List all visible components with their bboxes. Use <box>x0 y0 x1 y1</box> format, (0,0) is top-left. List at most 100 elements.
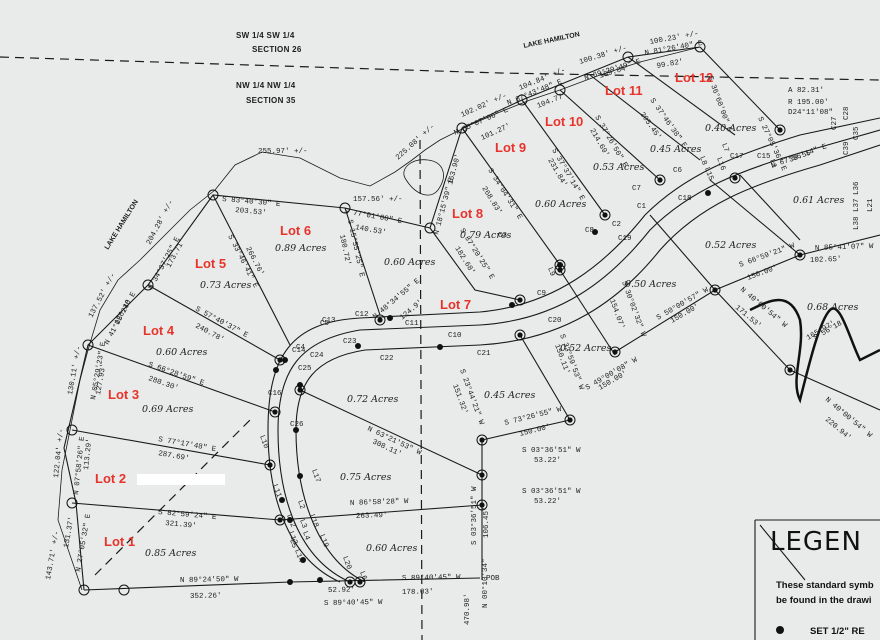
curve-label: C19 <box>618 235 632 243</box>
survey-pin-set <box>654 174 666 186</box>
survey-pin-center <box>277 357 283 363</box>
curve-label: C12 <box>355 311 369 319</box>
survey-point <box>297 473 303 479</box>
survey-pin-open <box>66 497 78 509</box>
survey-pin-open <box>456 122 468 134</box>
survey-pin-center <box>602 212 608 218</box>
lot-4-acres: 0.60 Acres <box>156 347 208 358</box>
survey-pin-open <box>424 222 436 234</box>
bearing-distance-label: R 195.00' <box>788 99 829 107</box>
acres-label: 0.50 Acres <box>625 279 677 290</box>
line-segment-label: L18 <box>307 513 319 528</box>
lot-10-label: Lot 10 <box>545 114 583 129</box>
survey-point <box>287 517 293 523</box>
road-edge-outer <box>267 117 880 583</box>
survey-pin-set <box>476 434 488 446</box>
line-segment-label: L8 <box>697 155 708 166</box>
curve-label: C13 <box>322 317 336 325</box>
curve-label: C6 <box>673 167 683 175</box>
survey-pin-center <box>557 267 563 273</box>
edge-segment-label: L36 <box>853 181 861 195</box>
edge-segment-label: L38 <box>853 216 861 230</box>
line-segment-label: L3 <box>297 518 308 530</box>
bearing-distance-label: N 27°05'32" E <box>74 513 93 573</box>
lot-9-acres: 0.60 Acres <box>535 199 587 210</box>
lot-line-9-10 <box>521 99 606 216</box>
survey-point <box>437 344 443 350</box>
lot-12-acres: 0.40 Acres <box>705 123 757 134</box>
legend-item-1: SET 1/2" RE <box>810 626 865 637</box>
survey-pin-set <box>729 172 741 184</box>
bearing-distance-label: 352.26' <box>190 592 222 601</box>
lot-5-label: Lot 5 <box>195 256 226 271</box>
survey-point <box>279 497 285 503</box>
lot-line-east-edge <box>699 46 781 131</box>
survey-pin-center <box>657 177 663 183</box>
survey-pin-set <box>374 314 386 326</box>
line-segment-label: L19 <box>317 533 329 548</box>
bearing-distance-label: 163.90' <box>447 153 463 186</box>
lot-4-label: Lot 4 <box>143 323 175 338</box>
acres-label: 0.68 Acres <box>807 302 859 313</box>
bearing-distance-label: S 03°36'51" W <box>470 486 479 545</box>
legend-border <box>754 519 880 640</box>
acres-label: 0.52 Acres <box>560 343 612 354</box>
curve-label: C4 <box>296 344 306 352</box>
survey-pin-center <box>787 367 793 373</box>
lot-3-label: Lot 3 <box>108 387 139 402</box>
lot-1-diagonal-dashed <box>94 419 251 576</box>
edge-segment-label: L37 <box>853 198 861 212</box>
curve-label: C14 <box>292 347 306 355</box>
bearing-distance-label: N 00°10'34" <box>481 558 490 608</box>
east-lot-line-f <box>481 419 571 441</box>
road-centerline-inner <box>295 144 880 583</box>
line-segment-label: L15 <box>702 166 714 182</box>
lake-label-left: LAKE HAMILTON <box>104 199 140 251</box>
survey-pin-set <box>476 499 488 511</box>
lot-line-8-9 <box>461 127 561 266</box>
lot-6-acres: 0.89 Acres <box>275 243 327 254</box>
survey-pin-center <box>357 579 363 585</box>
survey-pin-center <box>517 332 523 338</box>
lot-line-5-6 <box>212 194 291 346</box>
east-lot-line-i <box>714 289 791 371</box>
survey-pin-center <box>479 472 485 478</box>
line-segment-label: L20 <box>340 555 352 571</box>
bearing-distance-label: 113.29' <box>83 438 94 470</box>
bearing-distance-label: 122.04' +/- <box>53 428 66 478</box>
survey-pin-center <box>612 349 618 355</box>
east-lot-line-h <box>299 389 483 476</box>
lot-11-acres: 0.45 Acres <box>650 144 702 155</box>
bearing-distance-label: 203.53' <box>235 207 267 218</box>
bearing-distance-label: D24°11'08" <box>788 108 833 117</box>
survey-pin-center <box>277 517 283 523</box>
survey-pin-set <box>264 459 276 471</box>
acres-label: 0.52 Acres <box>705 240 757 251</box>
curve-label: C22 <box>380 355 394 363</box>
survey-pin-open <box>554 84 566 96</box>
curve-label: C8 <box>585 227 594 235</box>
survey-pin-center <box>517 297 523 303</box>
curve-label: C1 <box>637 203 647 211</box>
survey-point <box>317 577 323 583</box>
lot-line-2-3 <box>71 429 271 466</box>
survey-pin-center <box>732 175 738 181</box>
survey-pin-center <box>272 409 278 415</box>
acres-label: 0.75 Acres <box>340 472 392 483</box>
bearing-distance-label: S 73°26'55" W <box>504 405 563 428</box>
lot-line-11-12 <box>589 74 701 161</box>
survey-pin-open <box>78 584 90 596</box>
bearing-distance-label: 321.39' <box>165 520 197 531</box>
line-segment-label: L7 <box>719 142 730 153</box>
survey-pins <box>66 41 806 596</box>
bearing-distance-label: 140.53' <box>354 224 386 237</box>
bearing-distance-label: 126.10 <box>114 298 134 326</box>
bearing-distance-label: S 03°36'51" W <box>522 446 581 455</box>
survey-pin-open <box>118 584 130 596</box>
curve-label: C16 <box>268 390 282 398</box>
bearing-distance-label: S 03°36'51" W <box>522 487 581 496</box>
road-centerline-outer <box>277 129 880 583</box>
bearing-distance-label: 52.92' <box>328 587 355 595</box>
bearing-distance-label: 143.71' +/- <box>45 530 61 580</box>
